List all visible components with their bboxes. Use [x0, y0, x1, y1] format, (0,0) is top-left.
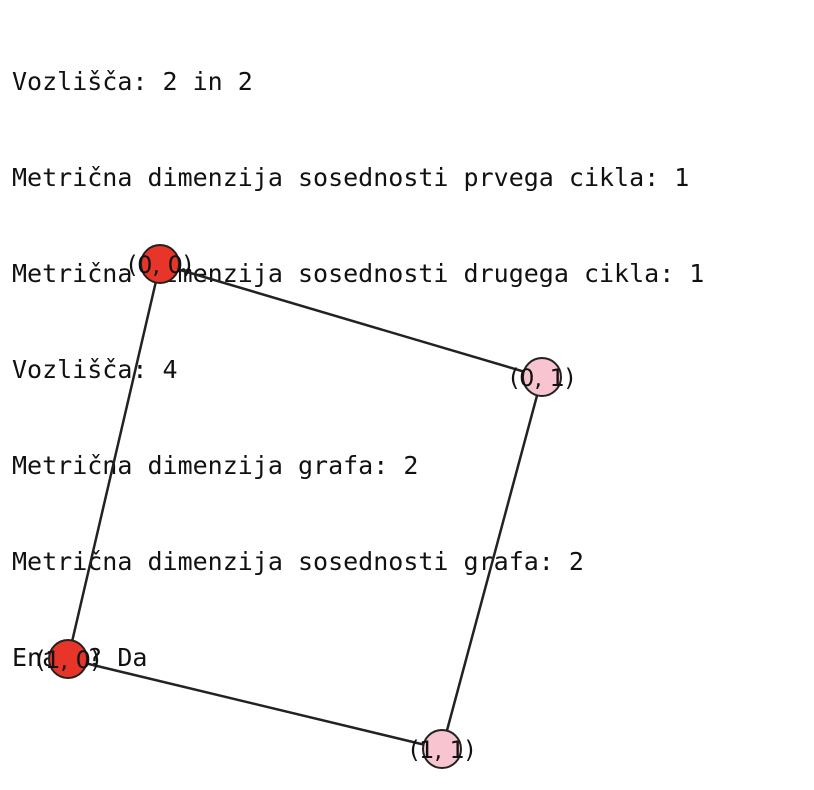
graph-vertices: (0, 0) (0, 1) (1, 0) (1, 1) [36, 244, 575, 769]
output-line-graph-adjacency-dimension: Metrična dimenzija sosednosti grafa: 2 [12, 547, 584, 576]
output-line-vertices: Vozlišča: 2 in 2 [12, 67, 253, 96]
vertex-label-v01: (0, 1) [510, 364, 575, 392]
vertex-label-v00: (0, 0) [128, 251, 193, 279]
edge-v10-v11 [67, 657, 443, 751]
output-text: Vozlišča: 2 in 2 Metrična dimenzija sose… [12, 2, 704, 706]
vertex-v10 [48, 639, 88, 679]
edge-v00-v01 [159, 262, 543, 379]
vertex-v00 [140, 244, 180, 284]
edge-v00-v10 [66, 263, 162, 660]
output-line-first-cycle-dimension: Metrična dimenzija sosednosti prvega cik… [12, 163, 690, 192]
output-line-graph-metric-dimension: Metrična dimenzija grafa: 2 [12, 451, 419, 480]
graph-edges [66, 262, 544, 751]
vertex-label-v10: (1, 0) [36, 646, 101, 674]
edge-v01-v11 [440, 376, 544, 750]
vertex-v11 [422, 729, 462, 769]
output-line-vertex-count: Vozlišča: 4 [12, 355, 178, 384]
vertex-label-v11: (1, 1) [410, 736, 475, 764]
vertex-v01 [522, 357, 562, 397]
